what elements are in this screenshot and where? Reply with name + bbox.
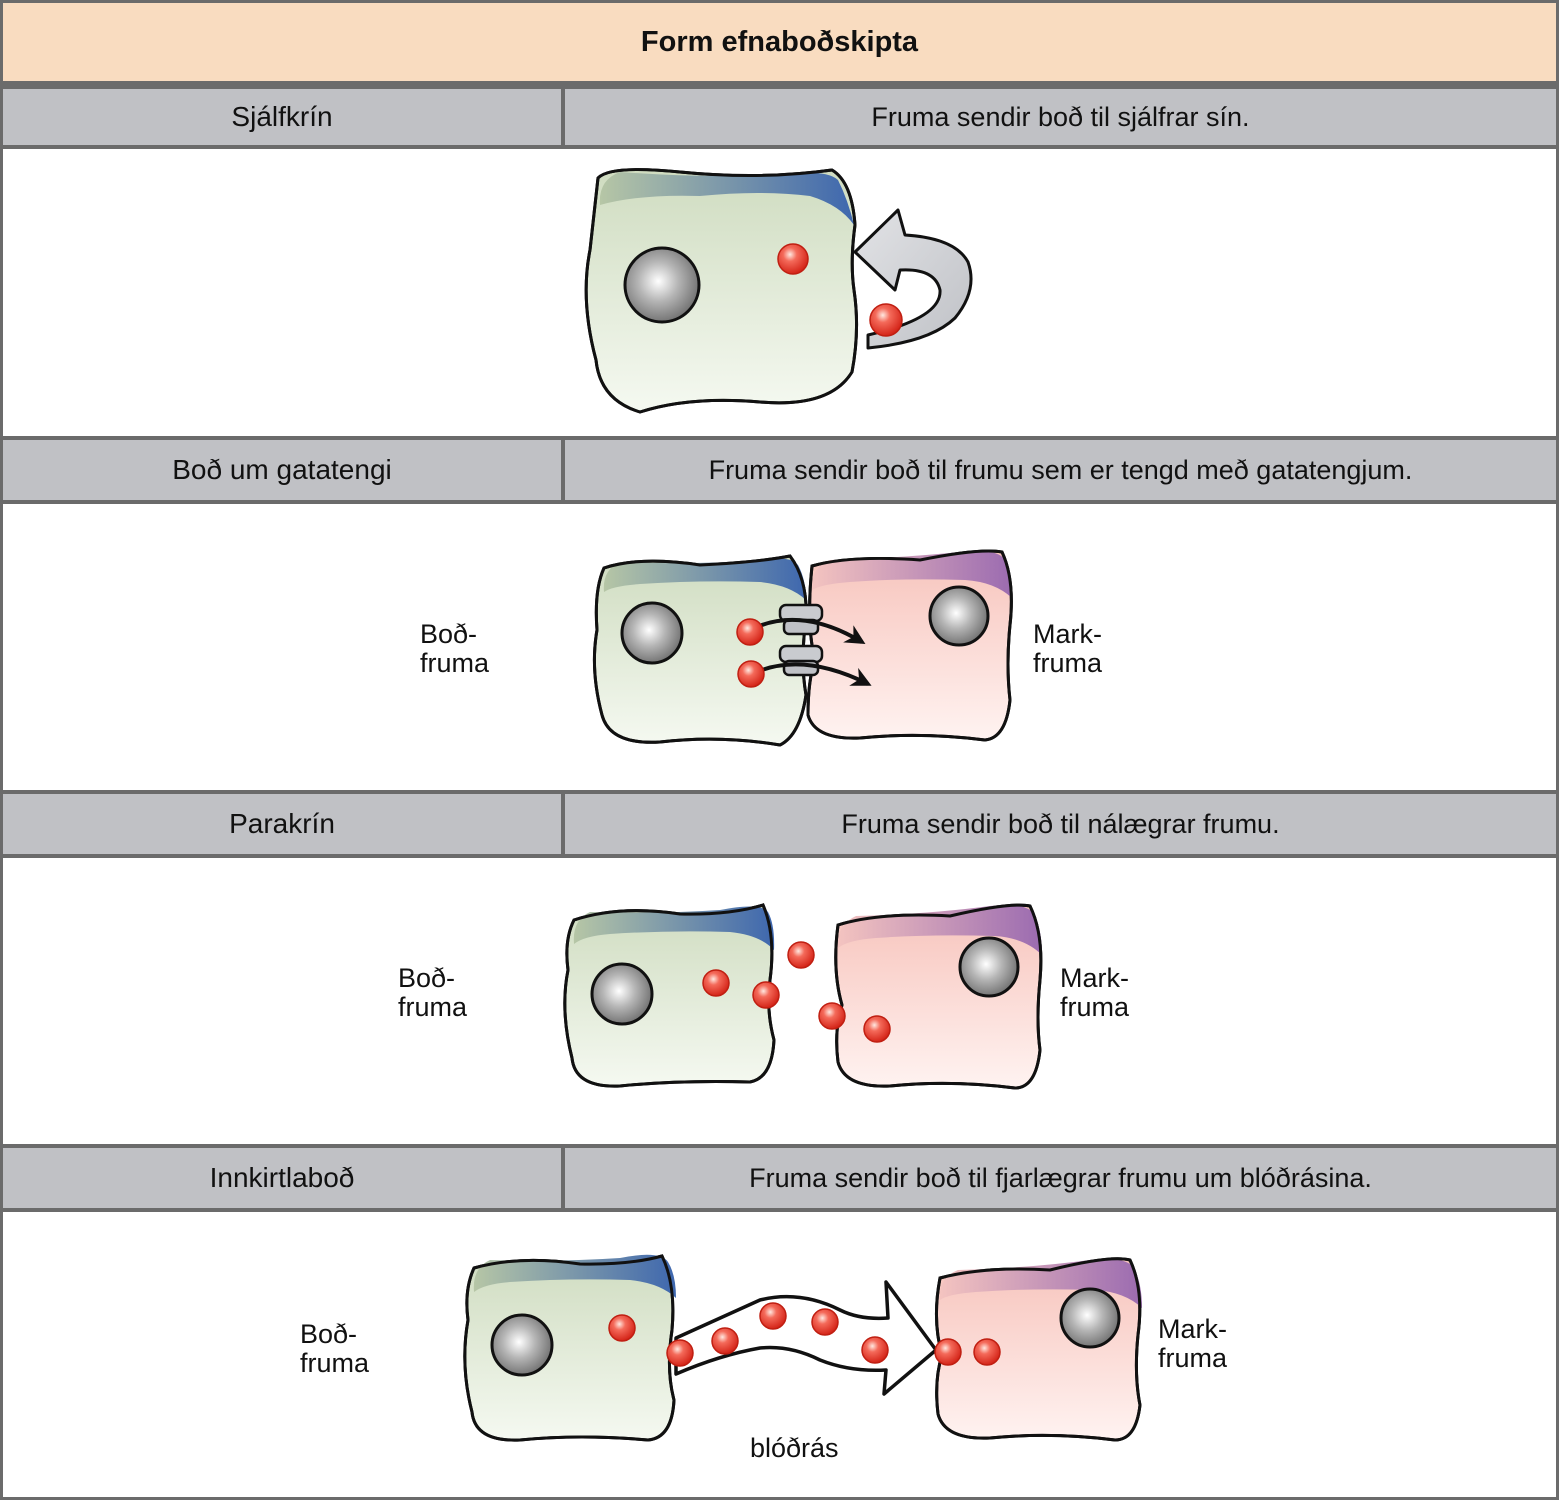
section-name: Parakrín	[3, 794, 565, 854]
nucleus	[928, 585, 990, 647]
endocrine-sender-cell	[463, 1254, 676, 1442]
panel-paracrine	[3, 858, 1556, 1144]
signal-molecule	[666, 1339, 694, 1367]
nucleus	[1059, 1287, 1121, 1349]
panel-endocrine	[3, 1212, 1556, 1497]
section-header-paracrine: Parakrín Fruma sendir boð til nálægrar f…	[3, 790, 1556, 858]
section-name: Sjálfkrín	[3, 89, 565, 145]
section-header-endocrine: Innkirtlaboð Fruma sendir boð til fjarlæ…	[3, 1144, 1556, 1212]
gap-junction-channels	[736, 603, 872, 688]
target-label: Mark-fruma	[1158, 1314, 1228, 1373]
signal-molecule	[702, 969, 730, 997]
sender-label: Boð-fruma	[420, 619, 490, 678]
gap-junction-target-cell	[806, 549, 1013, 742]
signal-molecule	[711, 1327, 739, 1355]
section-header-autocrine: Sjálfkrín Fruma sendir boð til sjálfrar …	[3, 85, 1556, 149]
signal-molecule	[934, 1338, 962, 1366]
signal-molecule	[818, 1002, 846, 1030]
signal-molecule	[777, 243, 809, 275]
nucleus	[958, 936, 1020, 998]
signal-molecule	[811, 1308, 839, 1336]
signal-molecule	[752, 981, 780, 1009]
bloodstream-label: blóðrás	[750, 1433, 839, 1463]
signal-molecule	[863, 1015, 891, 1043]
bloodstream-arrow	[666, 1280, 1001, 1396]
signal-molecule	[861, 1336, 889, 1364]
autocrine-arrow	[853, 208, 973, 350]
paracrine-sender-cell	[563, 903, 776, 1088]
signal-molecule	[608, 1314, 636, 1342]
nucleus	[490, 1313, 554, 1377]
signal-molecule	[736, 618, 764, 646]
signal-molecule	[759, 1302, 787, 1330]
section-description: Fruma sendir boð til nálægrar frumu.	[841, 808, 1280, 839]
sender-label: Boð-fruma	[398, 963, 468, 1022]
signal-molecule	[787, 941, 815, 969]
section-description: Fruma sendir boð til frumu sem er tengd …	[708, 454, 1413, 485]
nucleus	[620, 601, 684, 665]
gap-junction-sender-cell	[592, 554, 808, 747]
nucleus	[623, 246, 701, 324]
section-name: Innkirtlaboð	[3, 1148, 565, 1208]
diagram-title: Form efnaboðskipta	[3, 3, 1556, 85]
paracrine-target-cell	[834, 903, 1043, 1090]
signal-molecule	[737, 660, 765, 688]
target-label: Mark-fruma	[1033, 619, 1103, 678]
autocrine-cell	[584, 168, 859, 414]
section-description: Fruma sendir boð til sjálfrar sín.	[871, 101, 1250, 132]
target-label: Mark-fruma	[1060, 963, 1130, 1022]
section-header-gap-junction: Boð um gatatengi Fruma sendir boð til fr…	[3, 436, 1556, 504]
paracrine-signals	[752, 941, 891, 1043]
signal-molecule	[869, 303, 903, 337]
section-description: Fruma sendir boð til fjarlægrar frumu um…	[749, 1162, 1372, 1193]
section-name: Boð um gatatengi	[3, 440, 565, 500]
sender-label: Boð-fruma	[300, 1319, 370, 1378]
endocrine-target-cell	[934, 1257, 1142, 1442]
signal-molecule	[973, 1338, 1001, 1366]
nucleus	[590, 962, 654, 1026]
